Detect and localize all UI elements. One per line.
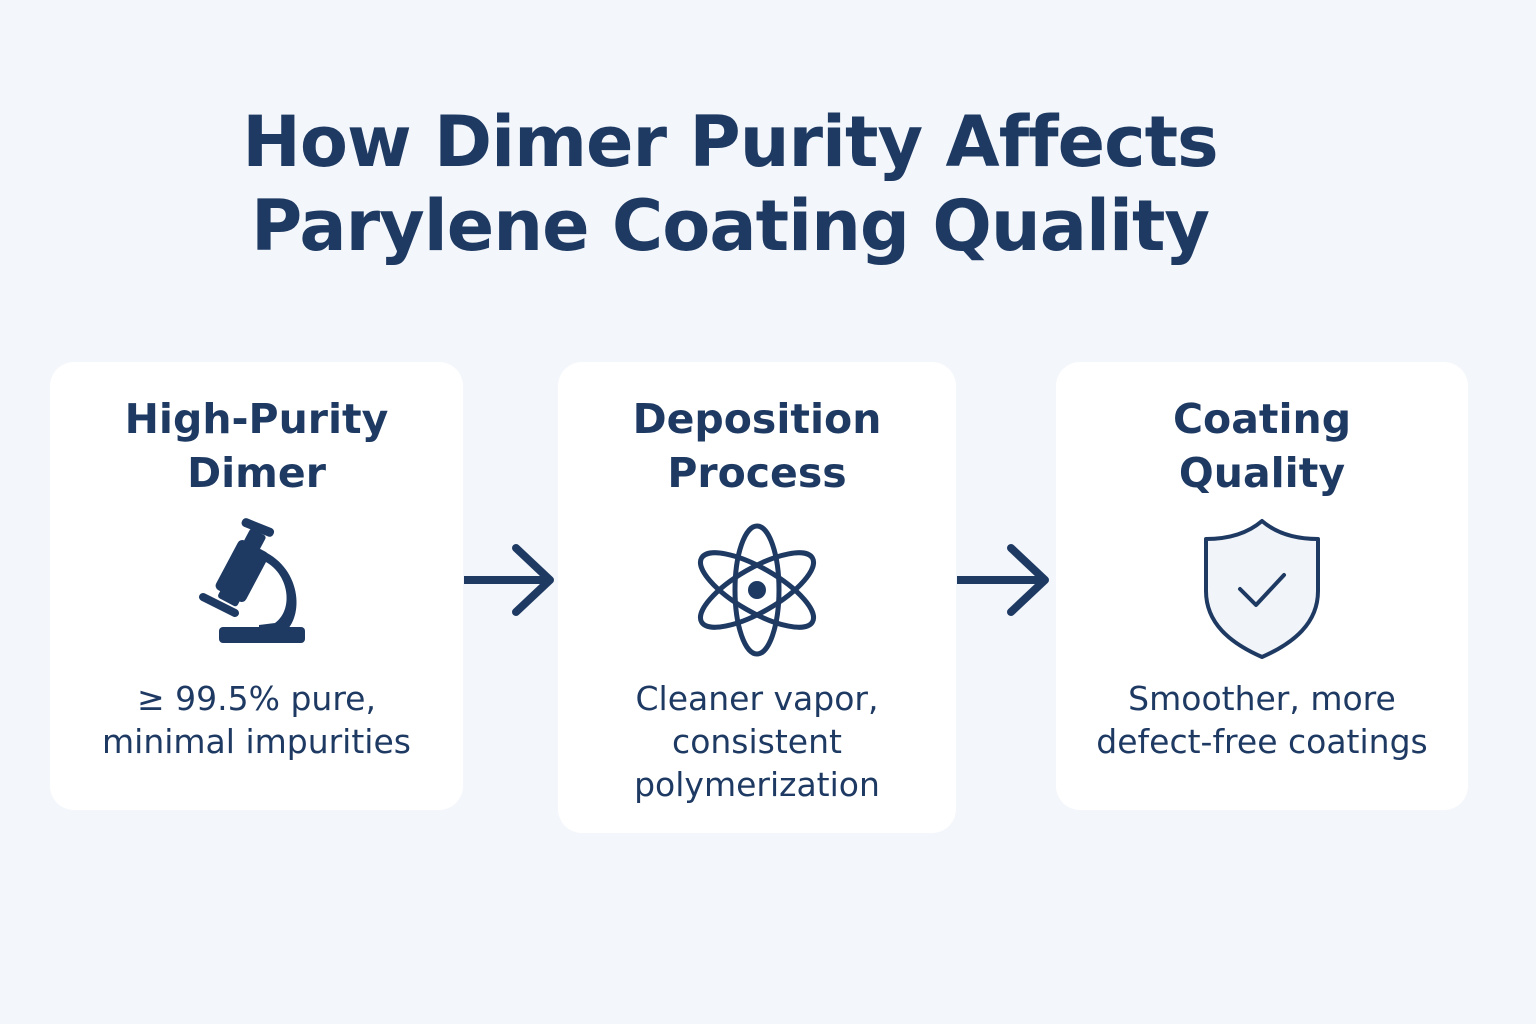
card-desc-line: Smoother, more xyxy=(1128,679,1396,718)
card-description: Smoother, more defect-free coatings xyxy=(1056,677,1468,763)
card-description: Cleaner vapor, consistent polymerization xyxy=(558,677,956,806)
step-card-coating-quality: Coating Quality Smoother, more defect-fr… xyxy=(1056,362,1468,810)
title-line-2: Parylene Coating Quality xyxy=(250,185,1210,267)
card-title-line: Deposition xyxy=(632,395,882,443)
card-desc-line: minimal impurities xyxy=(102,722,411,761)
atom-icon xyxy=(692,520,822,665)
card-title-line: Quality xyxy=(1178,449,1346,497)
page-title: How Dimer Purity Affects Parylene Coatin… xyxy=(0,100,1460,268)
card-title-line: Process xyxy=(667,449,847,497)
arrow-right-icon xyxy=(462,542,558,623)
title-line-1: How Dimer Purity Affects xyxy=(242,101,1218,183)
card-title-line: Dimer xyxy=(187,449,326,497)
card-title: Deposition Process xyxy=(558,392,956,500)
card-desc-line: consistent xyxy=(672,722,842,761)
card-title-line: Coating xyxy=(1172,395,1352,443)
card-description: ≥ 99.5% pure, minimal impurities xyxy=(50,677,463,763)
card-desc-line: defect-free coatings xyxy=(1096,722,1428,761)
card-desc-line: polymerization xyxy=(634,765,880,804)
card-title-line: High-Purity xyxy=(124,395,389,443)
step-card-deposition-process: Deposition Process Cleaner vapor, consis… xyxy=(558,362,956,833)
arrow-right-icon xyxy=(955,542,1053,623)
card-title: Coating Quality xyxy=(1056,392,1468,500)
shield-check-icon xyxy=(1200,517,1324,666)
card-title: High-Purity Dimer xyxy=(50,392,463,500)
card-desc-line: ≥ 99.5% pure, xyxy=(137,679,376,718)
step-card-high-purity-dimer: High-Purity Dimer ≥ 99.5% pure, xyxy=(50,362,463,810)
microscope-icon xyxy=(197,517,317,662)
card-desc-line: Cleaner vapor, xyxy=(635,679,879,718)
